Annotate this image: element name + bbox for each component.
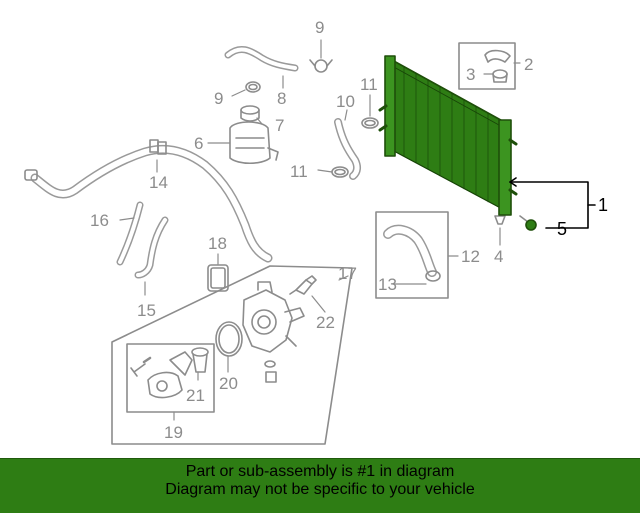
hose-part-10[interactable] [334, 118, 362, 180]
insulator-part-4[interactable] [494, 215, 506, 225]
callout-9: 9 [214, 89, 223, 108]
hose-part-14[interactable] [24, 139, 273, 263]
part-19-box [126, 343, 215, 413]
callout-6: 6 [194, 134, 203, 153]
part-12-box [375, 211, 449, 299]
callout-14: 14 [149, 173, 168, 192]
leader-lines [119, 39, 521, 421]
callout-2: 2 [524, 55, 533, 74]
callout-20: 20 [219, 374, 238, 393]
callout-12: 12 [461, 247, 480, 266]
part-1-leader [509, 177, 596, 229]
callout-13: 13 [378, 275, 397, 294]
callout-15: 15 [137, 301, 156, 320]
callout-18: 18 [208, 234, 227, 253]
callout-22: 22 [316, 313, 335, 332]
parts-diagram: 9 8 9 7 6 10 11 11 14 16 15 18 17 22 20 … [24, 18, 608, 445]
radiator-part-1[interactable] [378, 55, 518, 216]
callout-19: 19 [164, 423, 183, 442]
hose-part-15[interactable] [134, 216, 169, 279]
callout-5: 5 [557, 219, 567, 239]
callout-10: 10 [336, 92, 355, 111]
callout-11: 11 [360, 75, 378, 94]
callout-3: 3 [466, 65, 475, 84]
callout-8: 8 [277, 89, 286, 108]
outlet-housing-part-17[interactable] [242, 281, 305, 383]
footer-banner: Part or sub-assembly is #1 in diagram Di… [0, 458, 640, 513]
bolt-part-5[interactable] [519, 215, 537, 231]
clamp-part-11-lower[interactable] [331, 166, 349, 178]
callout-16: 16 [90, 211, 109, 230]
pipe-part-8[interactable] [224, 45, 299, 72]
thermostat-part-21[interactable] [191, 347, 209, 373]
clamp-part-9-lower[interactable] [245, 81, 261, 93]
callout-7: 7 [275, 116, 284, 135]
hose-part-13[interactable] [383, 224, 441, 282]
callout-1: 1 [598, 195, 608, 215]
callout-4: 4 [494, 247, 503, 266]
footer-line-1: Part or sub-assembly is #1 in diagram [185, 463, 455, 480]
part-17-outline [111, 265, 353, 445]
clamp-part-9-upper[interactable] [309, 59, 333, 73]
insulator-part-3[interactable] [492, 69, 508, 83]
callout-21: 21 [186, 386, 205, 405]
gasket-part-20[interactable] [215, 321, 243, 357]
callout-9: 9 [315, 18, 324, 37]
reservoir-part-6[interactable] [229, 121, 279, 165]
clamp-part-11-upper[interactable] [361, 117, 379, 129]
hose-part-16[interactable] [116, 201, 144, 266]
callout-11: 11 [290, 162, 308, 181]
callout-17: 17 [338, 264, 357, 283]
thermostat-housing-part-19[interactable] [147, 351, 193, 399]
bolt-part-19[interactable] [130, 356, 152, 377]
cap-part-7[interactable] [240, 105, 260, 122]
footer-line-2: Diagram may not be specific to your vehi… [165, 481, 475, 498]
part-2-box [458, 42, 516, 90]
bracket-part-2[interactable] [484, 49, 511, 63]
sensor-part-22[interactable] [289, 275, 317, 295]
